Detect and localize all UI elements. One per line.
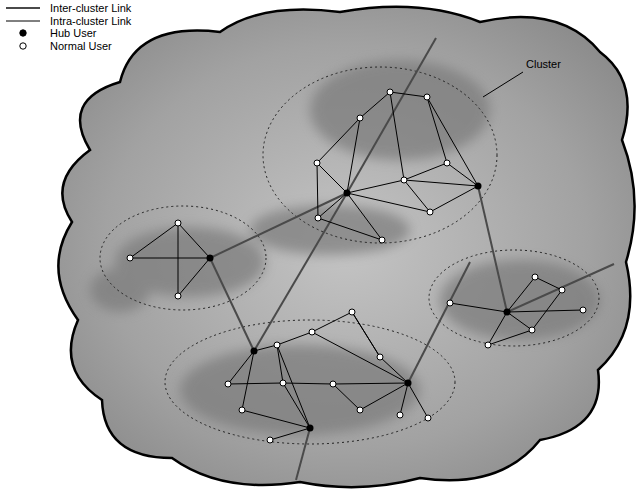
- legend-text: Inter-cluster Link: [50, 2, 131, 14]
- legend-text: Intra-cluster Link: [50, 15, 131, 27]
- legend-sample: [4, 2, 42, 14]
- legend-row: Hub User: [4, 27, 131, 40]
- cluster-label: Cluster: [524, 58, 563, 70]
- legend-sample: [4, 15, 42, 27]
- legend-row: Normal User: [4, 40, 131, 53]
- legend-sample: [4, 40, 42, 52]
- legend-row: Intra-cluster Link: [4, 15, 131, 28]
- legend-text: Hub User: [50, 27, 96, 39]
- legend-sample: [4, 27, 42, 39]
- legend-text: Normal User: [50, 40, 112, 52]
- legend-row: Inter-cluster Link: [4, 2, 131, 15]
- legend: Inter-cluster LinkIntra-cluster LinkHub …: [4, 2, 131, 52]
